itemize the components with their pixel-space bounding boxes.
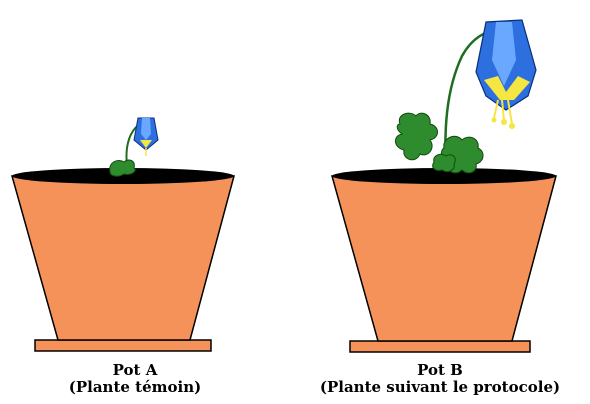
pot-a-sublabel: (Plante témoin): [30, 379, 240, 396]
pot-a-leaves: [110, 160, 136, 176]
pot-a: [12, 118, 234, 351]
pot-b-body: [332, 176, 556, 341]
pot-b-caption: Pot B (Plante suivant le protocole): [290, 362, 590, 396]
pot-b-leaf-base: [433, 154, 456, 171]
pot-b-plant: [395, 20, 536, 173]
pot-b-sublabel: (Plante suivant le protocole): [290, 379, 590, 396]
pot-a-body: [12, 176, 234, 340]
pot-b: [332, 20, 556, 352]
pot-b-label: Pot B: [290, 362, 590, 379]
pot-b-leaf-left: [395, 113, 437, 160]
pot-a-flower: [134, 118, 158, 156]
pot-a-plant: [110, 118, 158, 176]
pot-a-label: Pot A: [30, 362, 240, 379]
pot-b-flower: [476, 20, 536, 129]
pot-a-saucer: [35, 340, 211, 351]
pot-a-caption: Pot A (Plante témoin): [30, 362, 240, 396]
pot-b-saucer: [350, 341, 530, 352]
